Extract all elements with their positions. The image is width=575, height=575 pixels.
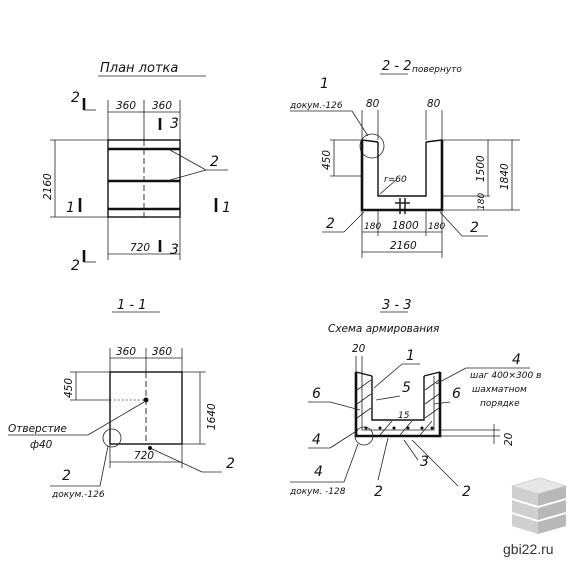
sec22-dim-bot-b: 1800 [392,220,419,232]
sec33-label-4c-doc: докум. -128 [289,487,346,497]
sec22-dim-h-left: 450 [321,150,333,170]
sec33-label-6b: 6 [452,386,461,402]
plan-title: План лотка [100,61,178,76]
sec22-dim-total: 2160 [390,240,417,252]
sec22-dim-top-right: 80 [427,98,441,110]
sec11-hole-dia: ф40 [30,439,53,451]
section-2-2: 2 - 2 повернуто 1 докум.-126 80 80 r=60 … [289,59,520,258]
sec33-label-2a: 2 [374,484,383,500]
sec33-label-15: 15 [398,411,410,421]
plan-mark-2-top: 2 [71,90,80,106]
plan-mark-1-left: 1 [66,200,75,216]
sec11-dim-w1: 360 [116,346,136,358]
sec33-label-3: 3 [420,454,429,470]
sec11-detail-circle [102,428,122,448]
sec11-dim-w2: 360 [152,346,172,358]
sec11-callout-right: 2 [226,456,235,472]
sec22-dim-h-right-b: 1840 [499,163,511,190]
plan-mark-3-bottom: 3 [170,242,179,258]
sec33-title: 3 - 3 [382,298,412,313]
sec33-profile-outer [354,372,442,438]
sec33-dim-right: 20 [503,432,515,446]
sec22-dim-h-right-a: 1500 [475,155,487,182]
section-1-1: 1 - 1 360 360 450 1640 720 Отверстие [8,298,235,500]
sec11-hole-label: Отверстие [8,423,67,435]
sec33-rebar [361,376,435,431]
sec11-dim-h-right: 1640 [206,403,218,430]
sec33-detail-circle [354,426,374,446]
sec11-ref-doc: докум.-126 [51,490,105,500]
sec22-dim-small: 180 [477,193,487,210]
sec22-callout-left: 2 [326,216,335,232]
sec33-label-1: 1 [406,348,415,364]
sec33-dim-top: 20 [352,343,366,355]
plan-dim-bottom: 720 [130,242,150,254]
sec33-profile-inner [371,376,425,421]
plan-dim-height: 2160 [42,173,54,200]
plan-mark-2-bottom: 2 [71,258,80,274]
sec11-title: 1 - 1 [117,298,147,313]
plan-view: План лотка 360 360 2160 720 2 2 1 [42,61,231,274]
sec33-label-4a: 4 [512,352,521,368]
sec33-pitch-3: порядке [480,399,520,409]
section-3-3: 3 - 3 Схема армирования 20 [289,298,541,500]
sec22-detail-ref: докум.-126 [289,101,343,111]
plan-mark-1-right: 1 [222,200,231,216]
sec22-dim-bot-a: 180 [364,222,381,232]
plan-mark-3-top: 3 [170,116,179,132]
sec33-hatch [356,379,440,436]
sec33-pitch-2: шахматном [472,385,527,395]
site-logo [510,477,568,534]
sec22-detail-circle [359,133,385,159]
plan-callout-2: 2 [210,154,219,170]
sec33-pitch-1: шаг 400×300 в [470,371,541,381]
sec33-label-4b: 4 [312,432,321,448]
plan-dim-w2: 360 [152,100,172,112]
sec22-profile-inner [377,142,427,197]
sec22-callout-right: 2 [470,220,479,236]
sec22-dim-bot-c: 180 [428,222,445,232]
sec33-subtitle: Схема армирования [328,323,439,335]
watermark-text: gbi22.ru [503,541,554,557]
sec33-label-4c: 4 [314,464,323,480]
sec11-dim-h-left: 450 [63,378,75,398]
plan-dim-w1: 360 [116,100,136,112]
sec11-ref-num: 2 [62,468,71,484]
sec33-label-6a: 6 [312,386,321,402]
sec22-subtitle: повернуто [412,65,462,75]
sec22-profile-outer [360,140,444,212]
sec11-dim-bottom: 720 [134,450,154,462]
sec22-detail-num: 1 [320,76,329,92]
sec22-title: 2 - 2 [382,59,412,74]
sec33-label-2b: 2 [462,484,471,500]
sec22-dim-top-left: 80 [366,98,380,110]
sec33-label-5: 5 [402,380,411,396]
